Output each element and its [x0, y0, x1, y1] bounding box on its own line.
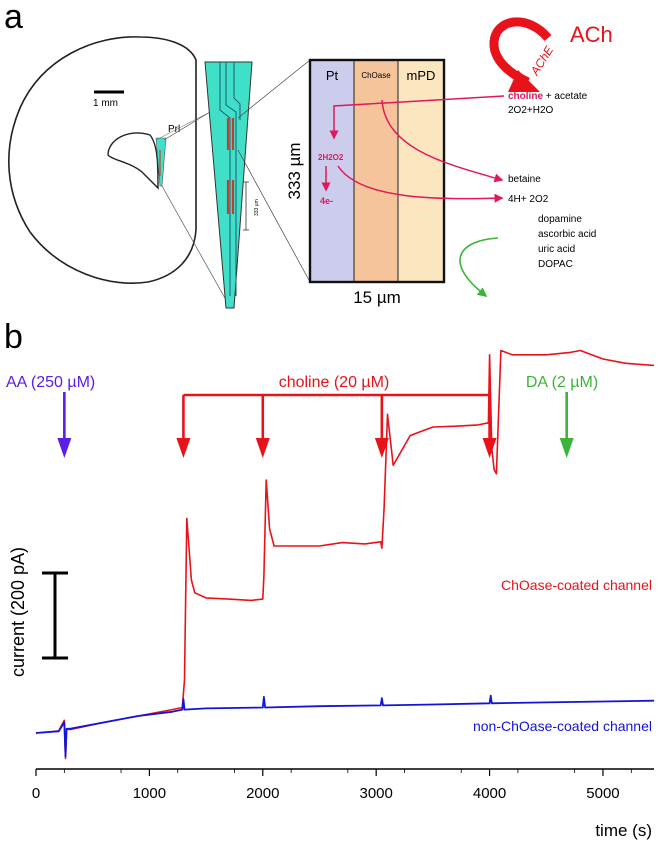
- layer-mpd: [398, 60, 444, 282]
- series-label-choase: ChOase-coated channel: [501, 577, 652, 593]
- injection-arrow-da-head: [559, 438, 574, 458]
- x-tick-label-3: 3000: [359, 785, 392, 802]
- injection-choline-label: choline (20 µM): [279, 374, 390, 391]
- choline-to-betaine-arrow: [381, 99, 504, 183]
- x-tick-label-2: 2000: [246, 785, 279, 802]
- x-tick-label-1: 1000: [133, 785, 166, 802]
- protons-label: 4H+ 2O2: [508, 194, 549, 205]
- series-group: [35, 349, 655, 760]
- choline-to-h2o2-arrow: [329, 95, 505, 140]
- injection-arrow-choline-4-head: [482, 438, 497, 458]
- injection-aa-label: AA (250 µM): [6, 374, 95, 391]
- series-line-non-choase-coated: [35, 694, 655, 758]
- electrons-label: 4e-: [320, 196, 333, 206]
- layer-pt-label: Pt: [326, 68, 339, 83]
- injection-arrows: [57, 392, 574, 458]
- interferent-uric-acid: uric acid: [538, 244, 575, 255]
- interferent-dopamine: dopamine: [538, 214, 582, 225]
- layer-choase: [354, 60, 398, 282]
- panel-a-label: a: [4, 0, 23, 36]
- x-tick-label-4: 4000: [473, 785, 506, 802]
- choline-text: choline: [508, 91, 543, 102]
- brain-section-outline: [8, 36, 197, 284]
- x-tick-label-5: 5000: [586, 785, 619, 802]
- betaine-label: betaine: [508, 174, 541, 185]
- interferent-rejection-arrow: [459, 237, 499, 297]
- panel-a: a 1 mm Prl 333 μm Pt ChOase: [4, 0, 613, 309]
- ventricle-outline: [107, 132, 159, 190]
- scale-bar-label: 1 mm: [93, 98, 118, 109]
- interferent-ascorbic-acid: ascorbic acid: [538, 229, 596, 240]
- injection-arrow-choline-2-head: [255, 438, 270, 458]
- layer-pt: [310, 60, 354, 282]
- acetate-text: + acetate: [543, 91, 588, 102]
- layer-height-label: 333 µm: [285, 142, 304, 199]
- x-tick-label-0: 0: [32, 785, 40, 802]
- probe-scale-label: 333 μm: [254, 199, 260, 216]
- ache-label: AChE: [527, 43, 557, 79]
- layer-choase-label: ChOase: [361, 71, 391, 80]
- injection-arrow-choline-3-head: [374, 438, 389, 458]
- h2o2-to-protons-arrow: [337, 165, 504, 203]
- panel-b: b AA (250 µM) choline (20 µM) DA (2 µM) …: [4, 318, 655, 840]
- y-axis-scale-label: current (200 pA): [8, 547, 28, 677]
- injection-da-label: DA (2 µM): [526, 374, 598, 391]
- h2o2-label: 2H2O2: [318, 153, 344, 162]
- ach-label: ACh: [570, 22, 613, 47]
- panel-b-label: b: [4, 318, 23, 356]
- o2-h2o-text: 2O2+H2O: [508, 105, 554, 116]
- series-line-choase-coated: [35, 349, 655, 760]
- x-axis-ticks: 0 1000 2000 3000 4000 5000: [32, 769, 632, 802]
- x-axis-label: time (s): [595, 821, 652, 840]
- injection-arrow-aa-head: [57, 438, 72, 458]
- choline-reaction: choline + acetate: [508, 91, 588, 102]
- layer-width-label: 15 µm: [353, 288, 401, 307]
- layer-mpd-label: mPD: [407, 68, 436, 83]
- region-label-prl: Prl: [168, 124, 180, 135]
- ache-arrow: [489, 17, 552, 87]
- injection-arrow-choline-1-head: [176, 438, 191, 458]
- interferent-dopac: DOPAC: [538, 259, 573, 270]
- series-label-non-choase: non-ChOase-coated channel: [473, 718, 652, 734]
